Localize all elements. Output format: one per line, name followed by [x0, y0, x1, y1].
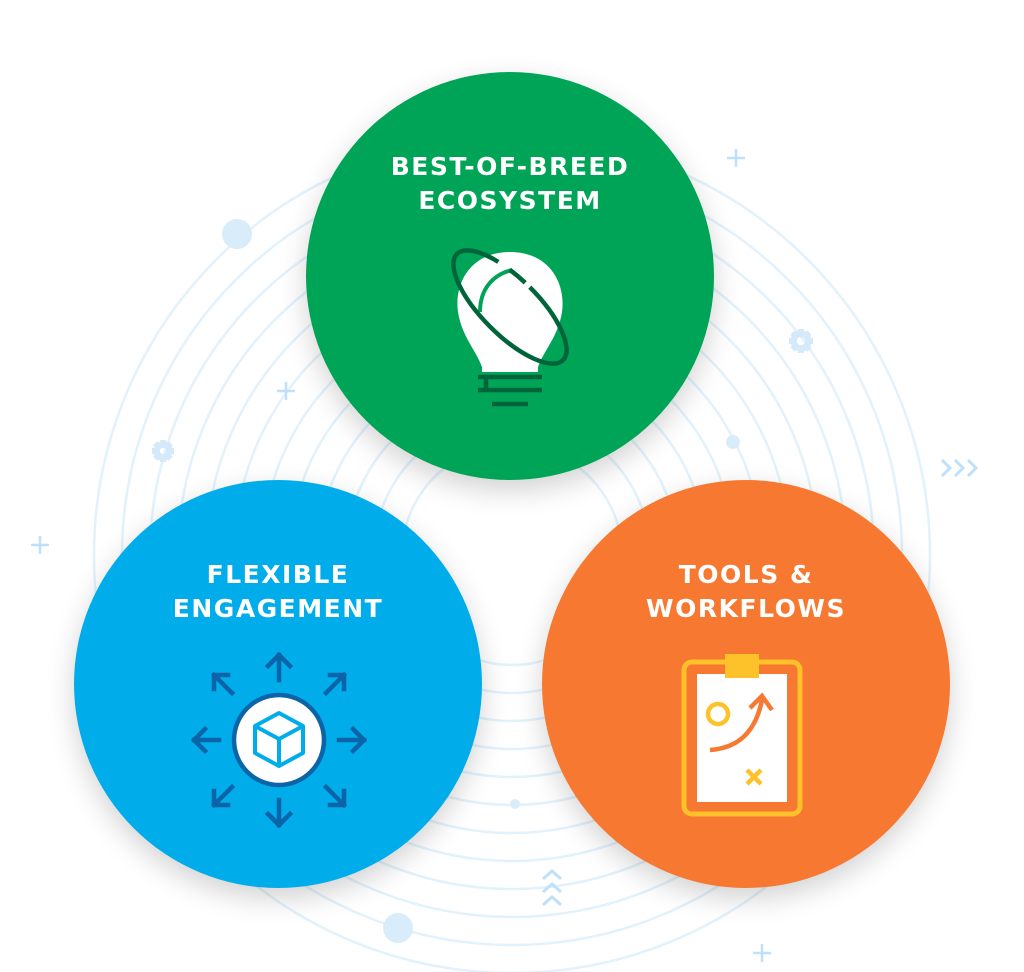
pillar-title: TOOLS & WORKFLOWS	[542, 558, 950, 626]
plus-icon	[727, 149, 745, 167]
clipboard-play-icon	[681, 654, 803, 817]
plus-icon	[277, 382, 295, 400]
pillar-title-line: WORKFLOWS	[646, 594, 846, 623]
chevrons-up-icon	[542, 868, 562, 907]
pillar-title-line: TOOLS &	[678, 560, 814, 589]
lightbulb-orbit-icon	[451, 248, 569, 407]
pillar-title-line: FLEXIBLE	[206, 560, 350, 589]
pillar-title-line: ENGAGEMENT	[172, 594, 384, 623]
pillar-tools-workflows: TOOLS & WORKFLOWS	[542, 480, 950, 888]
chevrons-right-icon	[940, 458, 979, 478]
dot	[383, 913, 413, 943]
background-decorations	[31, 149, 979, 962]
pillar-title-line: ECOSYSTEM	[418, 186, 602, 215]
plus-icon	[753, 944, 771, 962]
pillar-flexible-engagement: FLEXIBLE ENGAGEMENT	[74, 480, 482, 888]
dot	[222, 219, 252, 249]
pillar-title: BEST-OF-BREED ECOSYSTEM	[306, 150, 714, 218]
dot	[726, 435, 740, 449]
cube-arrows-icon	[190, 651, 368, 829]
dot	[510, 799, 520, 809]
gear-icon	[152, 440, 174, 462]
pillar-title-line: BEST-OF-BREED	[390, 152, 630, 181]
pillar-title: FLEXIBLE ENGAGEMENT	[74, 558, 482, 626]
plus-icon	[31, 536, 49, 554]
gear-icon	[789, 329, 813, 353]
pillar-best-of-breed-ecosystem: BEST-OF-BREED ECOSYSTEM	[306, 72, 714, 480]
